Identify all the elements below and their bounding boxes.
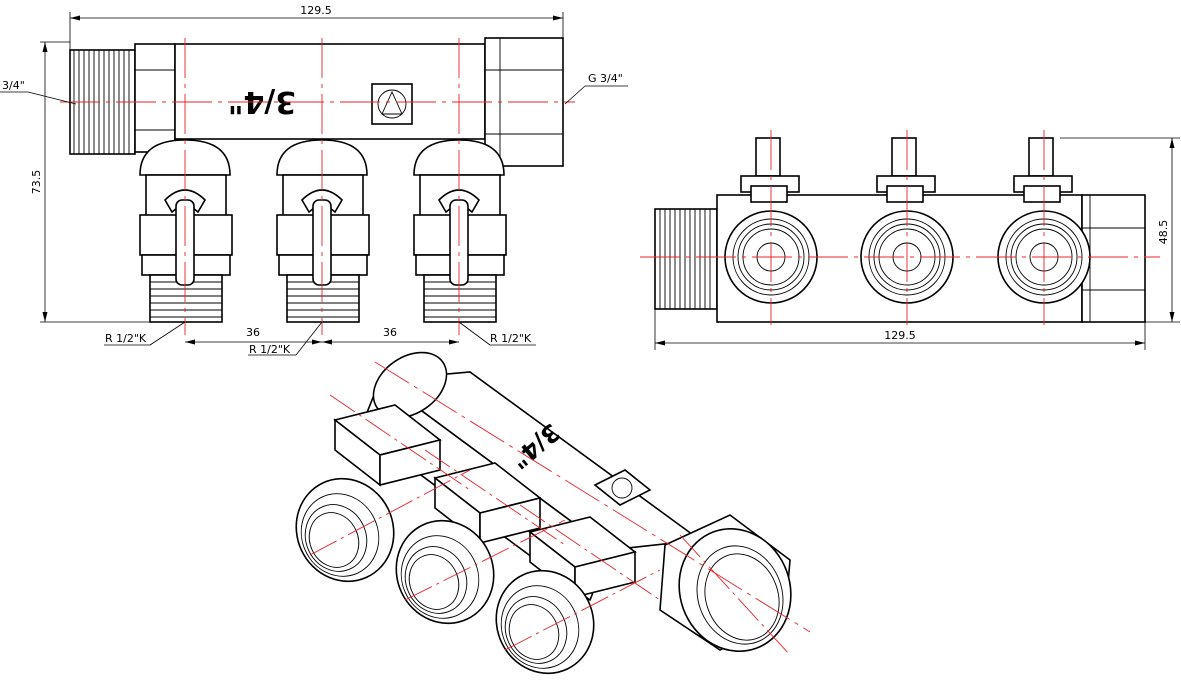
front-valve-left [139,139,233,323]
front-height-dimension: 73.5 [30,41,150,323]
top-height-label: 48.5 [1157,220,1170,245]
front-inlet-label: 3/4" [2,79,25,92]
iso-valve-3 [495,516,637,675]
front-length-label: 129.5 [300,4,332,17]
top-view: 48.5 129.5 [640,130,1180,350]
branch-middle-leader: R 1/2"K [248,321,323,356]
iso-valve-2 [395,462,542,625]
iso-view: 3/4" [295,351,811,675]
top-height-dimension: 48.5 [1060,137,1180,323]
front-view: 129.5 73.5 [0,4,628,356]
iso-centerlines [309,361,811,656]
front-height-label: 73.5 [30,170,43,195]
front-valve-right [413,139,507,323]
front-centerlines [60,38,575,335]
top-length-dimension: 129.5 [654,309,1146,350]
branch-right-label: R 1/2"K [490,332,532,345]
front-body-marking: 3/4" [228,84,296,119]
top-centerlines [640,130,1160,325]
branch-left-leader: R 1/2"K [104,321,186,346]
front-length-dimension: 129.5 [69,4,564,50]
front-outlet-leader: G 3/4" [564,72,628,105]
branch-middle-label: R 1/2"K [249,343,291,356]
branch-left-label: R 1/2"K [105,332,147,345]
logo-icon [371,83,413,125]
top-length-label: 129.5 [884,329,916,342]
front-valve-middle [276,139,370,323]
branch-right-leader: R 1/2"K [458,321,536,346]
pitch-2-label: 36 [383,326,397,339]
top-left-thread [659,209,711,309]
front-inlet-leader: 3/4" [0,79,77,105]
front-outlet-label: G 3/4" [588,72,623,85]
pitch-dimension: 36 36 [185,326,459,345]
pitch-1-label: 36 [246,326,260,339]
iso-logo-icon [593,469,652,506]
iso-valve-1 [295,404,442,583]
